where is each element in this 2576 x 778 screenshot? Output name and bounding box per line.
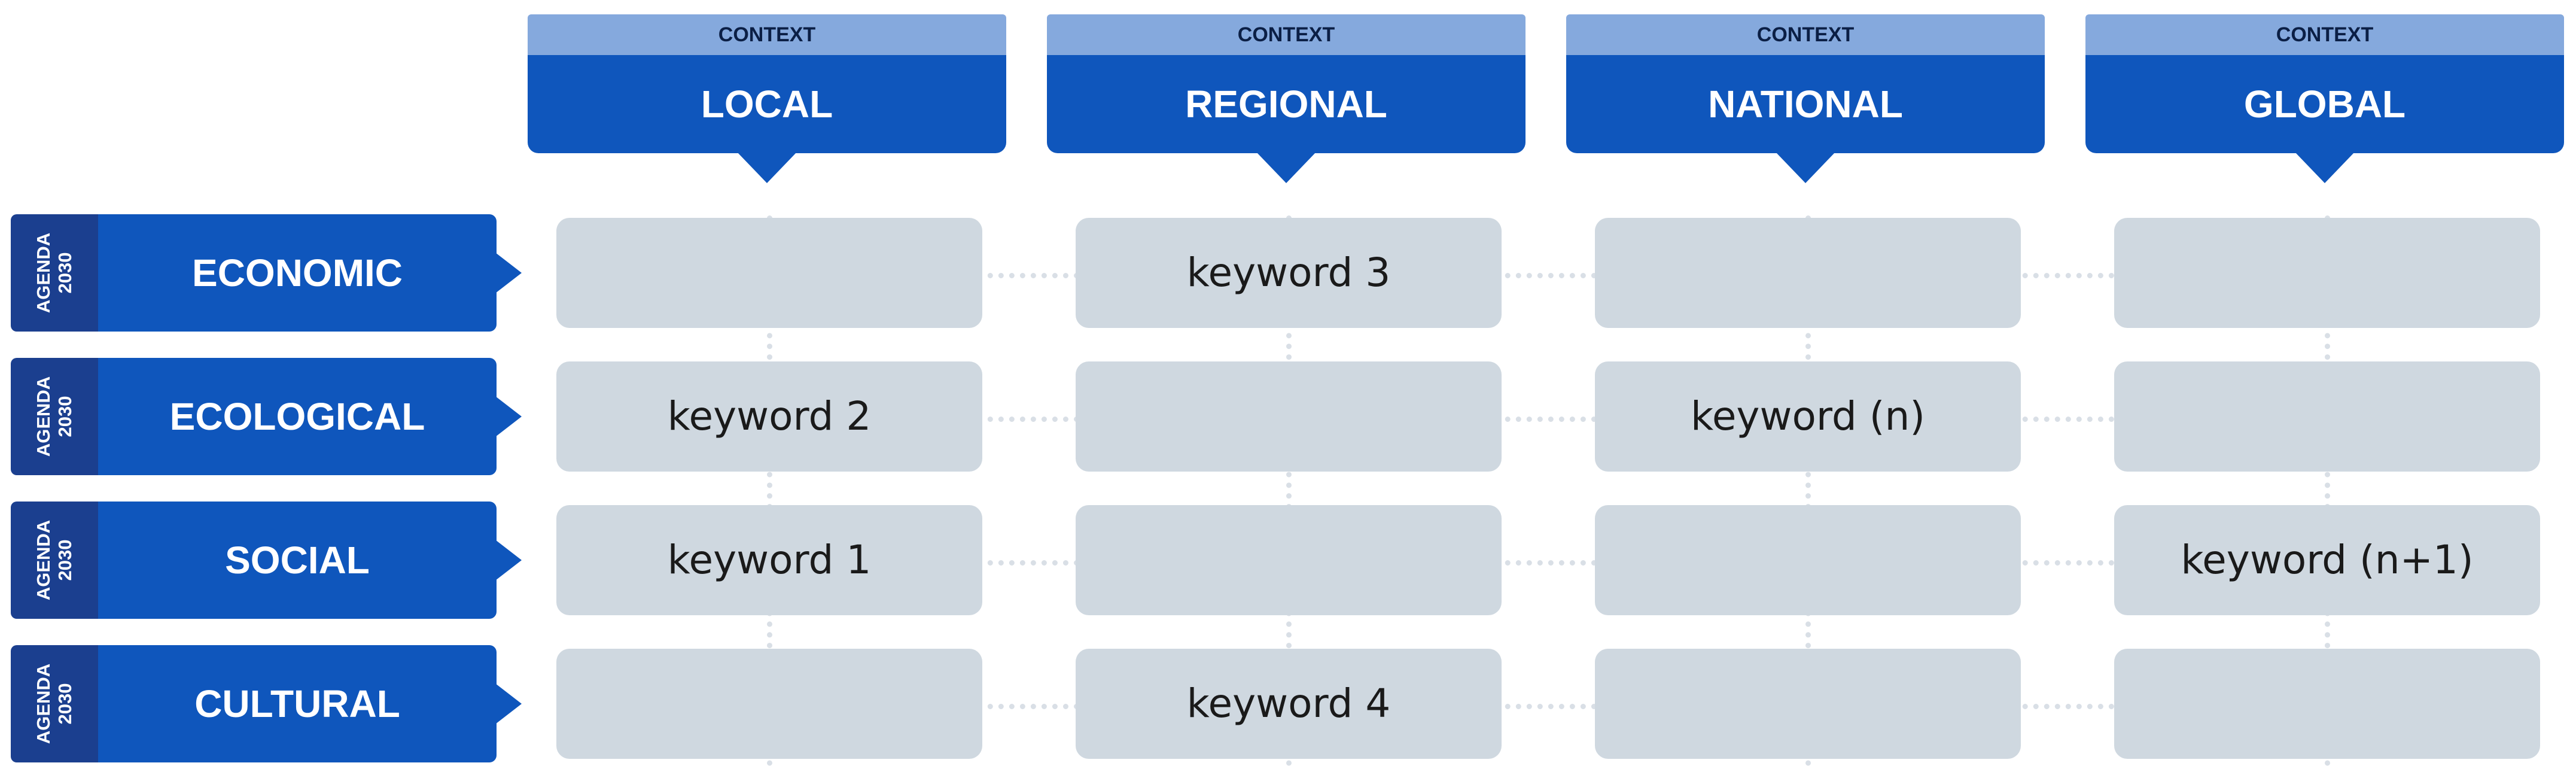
- cell-ecological-global: [2114, 361, 2540, 472]
- cell-cultural-global: [2114, 649, 2540, 759]
- column-title: LOCAL: [528, 55, 1006, 153]
- agenda-year: 2030: [54, 396, 75, 437]
- row-header-social: AGENDA 2030 SOCIAL: [11, 502, 522, 619]
- right-arrow-icon: [495, 683, 522, 724]
- cell-economic-regional: keyword 3: [1076, 218, 1502, 328]
- context-tab: CONTEXT: [2085, 14, 2564, 55]
- column-header-regional: CONTEXT REGIONAL: [1047, 14, 1525, 183]
- column-title: NATIONAL: [1566, 55, 2045, 153]
- cell-cultural-national: [1595, 649, 2021, 759]
- cell-social-local: keyword 1: [556, 505, 982, 615]
- cell-social-national: [1595, 505, 2021, 615]
- right-arrow-icon: [495, 396, 522, 437]
- agenda-year: 2030: [54, 539, 75, 581]
- cell-ecological-regional: [1076, 361, 1502, 472]
- down-arrow-icon: [737, 152, 797, 183]
- agenda-badge: AGENDA 2030: [11, 214, 98, 332]
- row-header-economic: AGENDA 2030 ECONOMIC: [11, 214, 522, 332]
- connector-col-3: [1805, 215, 1811, 766]
- context-tab: CONTEXT: [1047, 14, 1525, 55]
- column-title: GLOBAL: [2085, 55, 2564, 153]
- cell-cultural-regional: keyword 4: [1076, 649, 1502, 759]
- cell-economic-local: [556, 218, 982, 328]
- right-arrow-icon: [495, 253, 522, 293]
- connector-col-4: [2325, 215, 2330, 766]
- cell-ecological-local: keyword 2: [556, 361, 982, 472]
- cell-economic-national: [1595, 218, 2021, 328]
- column-header-local: CONTEXT LOCAL: [528, 14, 1006, 183]
- agenda-label: AGENDA: [33, 663, 54, 744]
- cell-social-regional: [1076, 505, 1502, 615]
- connector-col-1: [767, 215, 772, 766]
- context-tab: CONTEXT: [528, 14, 1006, 55]
- cell-cultural-local: [556, 649, 982, 759]
- down-arrow-icon: [1256, 152, 1316, 183]
- down-arrow-icon: [2295, 152, 2355, 183]
- right-arrow-icon: [495, 540, 522, 581]
- agenda-year: 2030: [54, 252, 75, 294]
- down-arrow-icon: [1776, 152, 1835, 183]
- row-title: ECONOMIC: [98, 214, 497, 332]
- cell-ecological-national: keyword (n): [1595, 361, 2021, 472]
- row-title: SOCIAL: [98, 502, 497, 619]
- agenda-year: 2030: [54, 683, 75, 725]
- row-header-cultural: AGENDA 2030 CULTURAL: [11, 645, 522, 762]
- column-title: REGIONAL: [1047, 55, 1525, 153]
- column-header-global: CONTEXT GLOBAL: [2085, 14, 2564, 183]
- row-title: CULTURAL: [98, 645, 497, 762]
- column-header-national: CONTEXT NATIONAL: [1566, 14, 2045, 183]
- agenda-badge: AGENDA 2030: [11, 502, 98, 619]
- agenda-label: AGENDA: [33, 376, 54, 457]
- cell-social-global: keyword (n+1): [2114, 505, 2540, 615]
- row-header-ecological: AGENDA 2030 ECOLOGICAL: [11, 358, 522, 475]
- connector-col-2: [1286, 215, 1292, 766]
- agenda-label: AGENDA: [33, 519, 54, 601]
- row-title: ECOLOGICAL: [98, 358, 497, 475]
- cell-economic-global: [2114, 218, 2540, 328]
- agenda-badge: AGENDA 2030: [11, 645, 98, 762]
- context-tab: CONTEXT: [1566, 14, 2045, 55]
- agenda-badge: AGENDA 2030: [11, 358, 98, 475]
- agenda-label: AGENDA: [33, 232, 54, 314]
